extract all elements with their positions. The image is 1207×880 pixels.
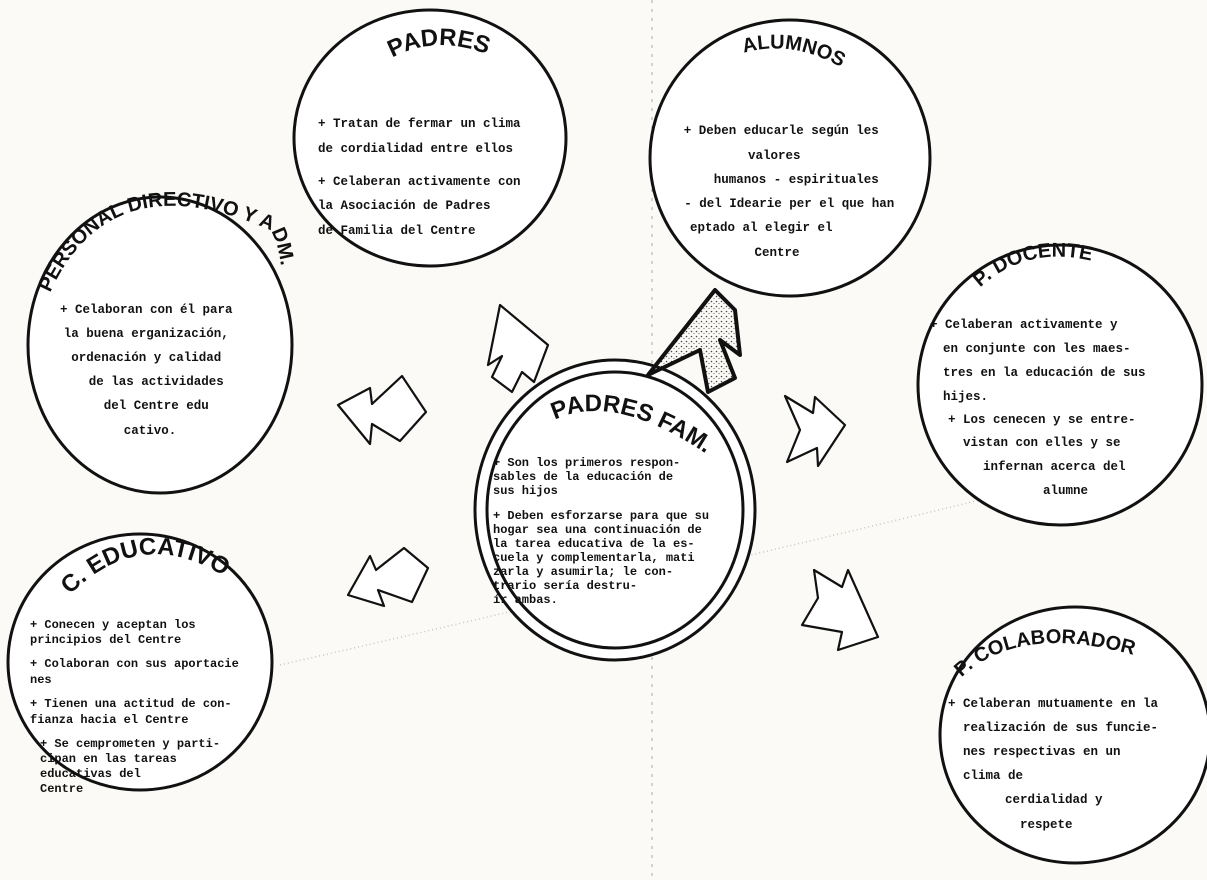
educativo-circle (6, 532, 274, 792)
arrow-to-docente-icon (783, 394, 847, 468)
padres-line: + Celaberan activamente con (318, 175, 521, 189)
docente-line: tres en la educación de sus (943, 366, 1146, 380)
educativo-line: principios del Centre (30, 633, 181, 647)
alumnos-line: - del Idearie per el que han (684, 197, 894, 211)
colaborador-line: nes respectivas en un (963, 745, 1121, 759)
alumnos-node: ALUMNOS + Deben educarle según les valor… (648, 18, 932, 298)
center-line: + Deben esforzarse para que su (493, 509, 709, 523)
center-line: hogar sea una continuación de (493, 523, 702, 537)
docente-line: hijes. (943, 390, 988, 404)
arrow-to-padres-icon (486, 303, 550, 394)
alumnos-text: + Deben educarle según les valores human… (684, 124, 902, 260)
colaborador-circle (938, 605, 1207, 865)
docente-line: vistan con elles y se (963, 436, 1121, 450)
personal-line: + Celaboran con él para (60, 303, 233, 317)
center-inner-ring (485, 370, 745, 650)
docente-node: P. DOCENTE + Celaberan activamente y en … (916, 240, 1204, 527)
personal-line: cativo. (124, 424, 177, 438)
colaborador-line: cerdialidad y (1005, 793, 1103, 807)
center-node: PADRES FAM. + Son los primeros respon- s… (473, 358, 757, 662)
center-line: sus hijos (493, 484, 558, 498)
educativo-node: C. EDUCATIVO + Conecen y aceptan los pri… (6, 532, 274, 796)
personal-line: de las actividades (89, 375, 224, 389)
educativo-line: fianza hacia el Centre (30, 713, 188, 727)
arrow-to-educativo-icon (346, 546, 430, 608)
educativo-line: cipan en las tareas (40, 752, 177, 766)
alumnos-line: Centre (754, 246, 799, 260)
educativo-line: + Se cemprometen y parti- (40, 737, 220, 751)
colaborador-line: + Celaberan mutuamente en la (948, 697, 1159, 711)
padres-circle (292, 8, 568, 268)
center-line: zarla y asumirla; le con- (493, 565, 673, 579)
padres-node: PADRES + Tratan de fermar un clima de co… (292, 8, 568, 268)
arrow-to-personal-icon (336, 374, 428, 446)
educativo-line: nes (30, 673, 52, 687)
personal-line: ordenación y calidad (71, 351, 221, 365)
padres-line: de cordialidad entre ellos (318, 142, 513, 156)
center-text: + Son los primeros respon- sables de la … (493, 456, 716, 607)
alumnos-line: + Deben educarle según les (684, 124, 879, 138)
center-line: cuela y complementarla, mati (493, 551, 695, 565)
educativo-line: + Conecen y aceptan los (30, 618, 196, 632)
personal-text: + Celaboran con él para la buena erganiz… (60, 303, 240, 438)
personal-node: PERSONAL DIRECTIVO Y ADM. + Celaboran co… (26, 189, 298, 495)
alumnos-line: eptado al elegir el (690, 221, 833, 235)
center-line: + Son los primeros respon- (493, 456, 680, 470)
center-line: la tarea educativa de la es- (493, 537, 695, 551)
colaborador-line: realización de sus funcie- (963, 721, 1158, 735)
colaborador-node: P. COLABORADOR + Celaberan mutuamente en… (938, 605, 1207, 865)
docente-line: + Los cenecen y se entre- (948, 413, 1136, 427)
center-line: sables de la educación de (493, 470, 673, 484)
educativo-line: Centre (40, 782, 83, 796)
arrow-to-alumnos-icon (646, 288, 742, 394)
alumnos-circle (648, 18, 932, 298)
colaborador-text: + Celaberan mutuamente en la realización… (948, 697, 1166, 832)
docente-line: en conjunte con les maes- (943, 342, 1131, 356)
educativo-line: + Colaboran con sus aportacie (30, 657, 239, 671)
docente-line: alumne (1043, 484, 1088, 498)
alumnos-line: humanos - espirituales (714, 173, 879, 187)
personal-circle (26, 195, 294, 495)
padres-text: + Tratan de fermar un clima de cordialid… (318, 117, 528, 238)
personal-line: del Centre edu (104, 399, 209, 413)
alumnos-line: valores (748, 149, 801, 163)
educativo-line: educativas del (40, 767, 141, 781)
padres-line: + Tratan de fermar un clima (318, 117, 521, 131)
center-line: trario sería destru- (493, 579, 637, 593)
padres-line: de Familia del Centre (318, 224, 476, 238)
colaborador-line: respete (1020, 818, 1073, 832)
docente-line: + Celaberan activamente y (930, 318, 1118, 332)
docente-line: infernan acerca del (983, 460, 1126, 474)
docente-text: + Celaberan activamente y en conjunte co… (930, 318, 1153, 498)
educativo-line: + Tienen una actitud de con- (30, 697, 232, 711)
center-line: ír ambas. (493, 593, 558, 607)
docente-circle (916, 243, 1204, 527)
padres-line: la Asociación de Padres (318, 199, 491, 213)
colaborador-line: clima de (963, 769, 1023, 783)
educativo-text: + Conecen y aceptan los principios del C… (30, 618, 246, 796)
arrow-to-colaborador-icon (800, 568, 880, 652)
personal-line: la buena erganización, (64, 327, 229, 341)
